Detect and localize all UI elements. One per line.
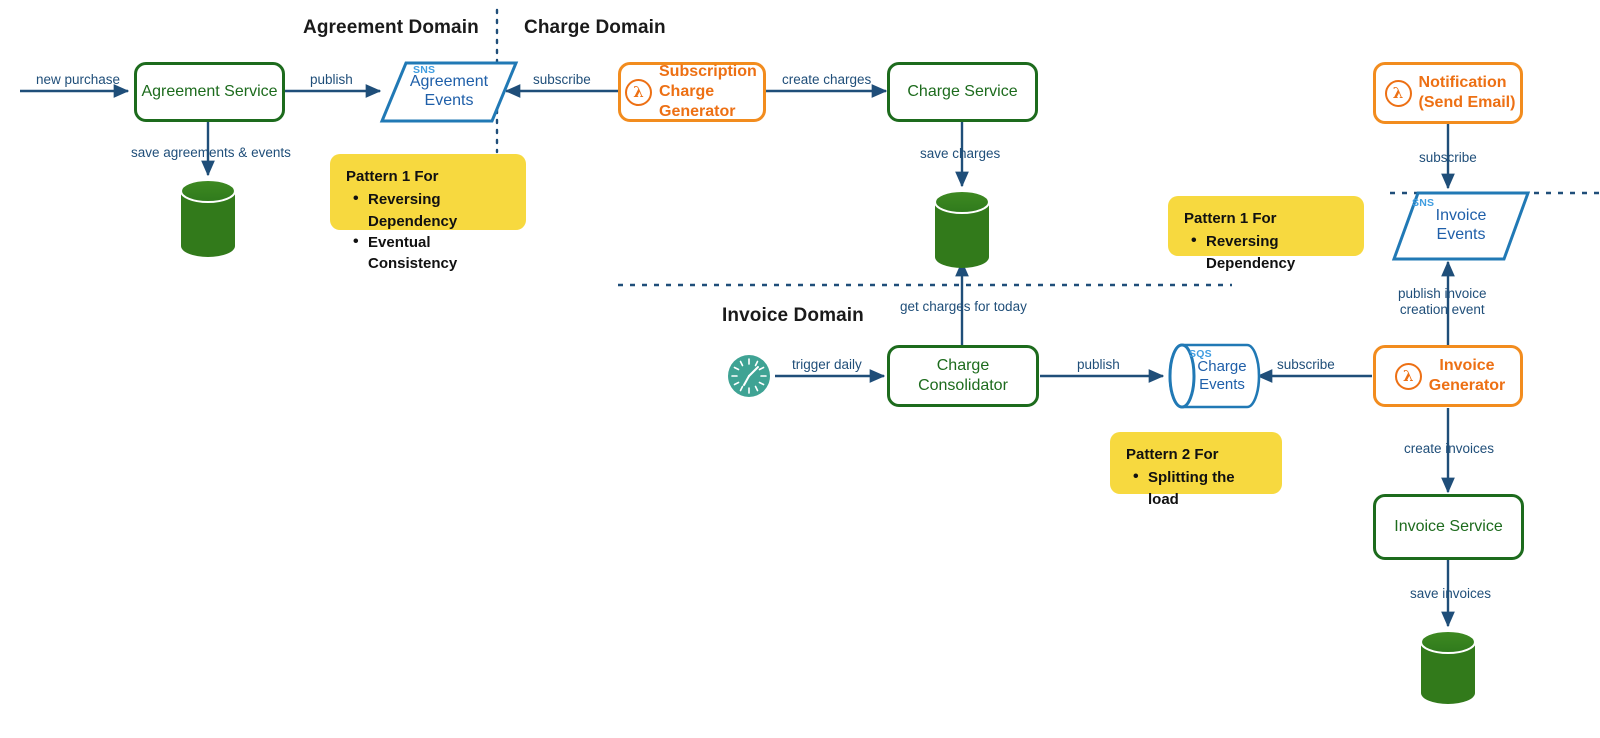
node-subscription-charge-generator-line1: Subscription bbox=[659, 63, 757, 80]
clock-icon-shape bbox=[728, 355, 770, 397]
domain-title-charge: Charge Domain bbox=[524, 17, 666, 38]
edge-label-subscribe-charge: subscribe bbox=[1277, 357, 1335, 372]
node-charge-consolidator-line1: Charge bbox=[936, 357, 990, 374]
edge-label-subscribe-agreement: subscribe bbox=[533, 72, 591, 87]
domain-title-invoice: Invoice Domain bbox=[722, 305, 864, 326]
edge-label-new-purchase: new purchase bbox=[36, 72, 121, 87]
note-pattern-2-charge: Pattern 2 For Splitting the load bbox=[1110, 432, 1282, 508]
node-notification-line1: Notification bbox=[1418, 74, 1507, 91]
db-charges-shape bbox=[934, 190, 990, 268]
node-invoice-service[interactable]: Invoice Service bbox=[1373, 494, 1524, 560]
edge-label-create-invoices: create invoices bbox=[1404, 441, 1495, 456]
node-agreement-service-label: Agreement Service bbox=[141, 83, 278, 100]
note-pattern-1-invoice: Pattern 1 For Reversing Dependency bbox=[1168, 196, 1364, 272]
domain-title-agreement: Agreement Domain bbox=[303, 17, 479, 38]
node-charge-service-label: Charge Service bbox=[907, 83, 1018, 100]
sqs-charge-events[interactable]: Charge Events bbox=[1170, 345, 1260, 407]
lambda-icon: λ bbox=[1384, 79, 1412, 107]
node-notification[interactable]: λ Notification (Send Email) bbox=[1373, 62, 1523, 124]
sqs-charge-events-line1: Charge bbox=[1197, 358, 1247, 376]
note-title: Pattern 1 For bbox=[1184, 210, 1277, 227]
edge-label-publish-invoice-line1: publish invoice bbox=[1398, 286, 1487, 301]
edge-label-subscribe-invoice: subscribe bbox=[1419, 150, 1477, 165]
db-invoices-shape bbox=[1420, 630, 1476, 704]
edge-label-save-charges: save charges bbox=[920, 146, 1001, 161]
note-title: Pattern 1 For bbox=[346, 168, 439, 185]
edge-label-create-charges: create charges bbox=[782, 72, 872, 87]
edge-label-publish-agreement: publish bbox=[310, 72, 353, 87]
node-invoice-service-label: Invoice Service bbox=[1394, 518, 1503, 535]
sqs-charge-events-tag: SQS bbox=[1189, 348, 1212, 360]
edge-label-save-invoices: save invoices bbox=[1410, 586, 1492, 601]
sqs-charge-events-line2: Events bbox=[1199, 376, 1245, 393]
node-charge-consolidator[interactable]: Charge Consolidator bbox=[887, 345, 1039, 407]
lambda-icon: λ bbox=[625, 78, 652, 106]
sns-invoice-events-tag: SNS bbox=[1412, 197, 1435, 209]
node-notification-line2: (Send Email) bbox=[1418, 94, 1516, 111]
note-title: Pattern 2 For bbox=[1126, 446, 1219, 463]
note-pattern-1-agreement: Pattern 1 For Reversing Dependency Event… bbox=[330, 154, 526, 272]
node-charge-consolidator-line2: Consolidator bbox=[918, 377, 1008, 394]
node-invoice-generator-line1: Invoice bbox=[1439, 357, 1495, 374]
node-invoice-generator[interactable]: λ Invoice Generator bbox=[1373, 345, 1523, 407]
sns-invoice-events-line1: Invoice bbox=[1435, 207, 1487, 225]
note-item: Eventual Consistency bbox=[353, 231, 512, 275]
sns-agreement-events-line2: Events bbox=[424, 92, 474, 109]
edge-label-save-agreements: save agreements & events bbox=[131, 145, 291, 160]
sns-invoice-events-line2: Events bbox=[1436, 226, 1486, 243]
edge-label-get-charges: get charges for today bbox=[900, 299, 1027, 314]
node-subscription-charge-generator-line2: Charge Generator bbox=[659, 83, 736, 120]
node-agreement-service[interactable]: Agreement Service bbox=[134, 62, 285, 122]
note-list: Reversing Dependency bbox=[1184, 230, 1350, 274]
note-item: Reversing Dependency bbox=[353, 188, 512, 232]
edge-label-publish-invoice: publish invoice creation event bbox=[1398, 286, 1487, 318]
db-agreements-shape bbox=[180, 179, 236, 257]
node-invoice-generator-line2: Generator bbox=[1428, 377, 1506, 394]
lambda-icon: λ bbox=[1394, 362, 1422, 390]
note-item: Splitting the load bbox=[1133, 466, 1268, 510]
sns-agreement-events[interactable]: Agreement Events bbox=[382, 63, 516, 121]
edge-label-publish-invoice-line2: creation event bbox=[1399, 302, 1485, 318]
edge-label-publish-charge: publish bbox=[1077, 357, 1120, 372]
node-charge-service[interactable]: Charge Service bbox=[887, 62, 1038, 122]
note-list: Reversing Dependency Eventual Consistenc… bbox=[346, 188, 512, 275]
sns-agreement-events-tag: SNS bbox=[413, 64, 436, 76]
note-list: Splitting the load bbox=[1126, 466, 1268, 510]
edge-label-trigger-daily: trigger daily bbox=[792, 357, 862, 372]
note-item: Reversing Dependency bbox=[1191, 230, 1350, 274]
node-subscription-charge-generator[interactable]: λ Subscription Charge Generator bbox=[618, 62, 766, 122]
